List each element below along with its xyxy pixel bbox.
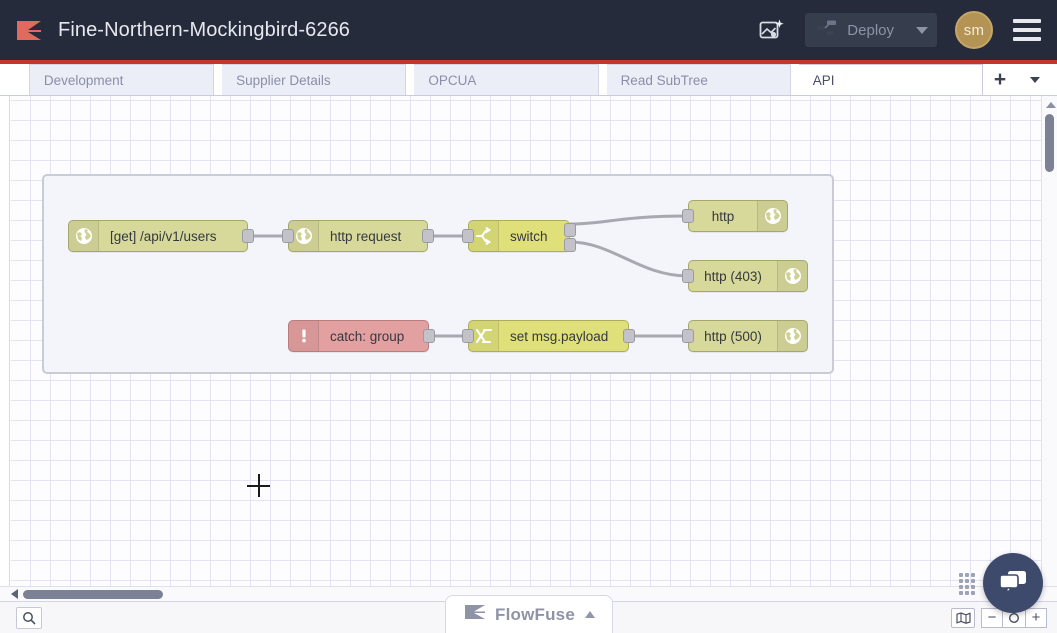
tab-read-subtree[interactable]: Read SubTree <box>606 64 791 95</box>
warning-icon <box>289 321 319 351</box>
chat-button[interactable] <box>983 553 1043 613</box>
search-input[interactable] <box>16 606 42 629</box>
node-label: switch <box>510 228 548 244</box>
node-output-port[interactable] <box>242 229 254 243</box>
node-switch[interactable]: switch <box>462 220 576 252</box>
canvas-cursor <box>247 474 270 497</box>
globe-icon <box>289 221 319 251</box>
node-catch-group[interactable]: catch: group <box>288 320 435 352</box>
canvas-vertical-scrollbar[interactable] <box>1041 96 1057 601</box>
ai-assistant-icon[interactable] <box>751 10 791 50</box>
map-navigator-icon <box>955 611 971 624</box>
search-icon <box>23 611 36 624</box>
canvas-horizontal-scrollbar[interactable] <box>0 586 1057 601</box>
node-output-port[interactable] <box>422 229 434 243</box>
node-http-request[interactable]: http request <box>282 220 434 252</box>
chevron-up-icon <box>585 611 595 618</box>
node-label: [get] /api/v1/users <box>110 228 217 244</box>
node-input-port[interactable] <box>682 269 694 283</box>
page-title: Fine-Northern-Mockingbird-6266 <box>58 18 351 41</box>
scroll-left-icon[interactable] <box>11 589 18 599</box>
node-input-port[interactable] <box>682 329 694 343</box>
avatar[interactable]: sm <box>955 11 993 49</box>
node-input-port[interactable] <box>682 209 694 223</box>
flowfuse-panel-toggle[interactable]: FlowFuse <box>445 595 613 633</box>
vertical-scroll-thumb[interactable] <box>1045 114 1054 172</box>
horizontal-scroll-thumb[interactable] <box>23 589 163 599</box>
node-label: http (403) <box>704 268 762 284</box>
node-output-port[interactable] <box>423 329 435 343</box>
tab-gap <box>214 64 223 95</box>
tabbar-actions: + <box>983 64 1057 95</box>
node-output-port[interactable] <box>623 329 635 343</box>
header-accent-rule <box>0 60 1057 64</box>
node-label: http (500) <box>704 328 762 344</box>
node-label: set msg.payload <box>510 328 609 344</box>
tab-gap <box>790 64 799 95</box>
tab-supplier-details[interactable]: Supplier Details <box>222 64 407 95</box>
navigator-button[interactable] <box>951 607 975 628</box>
chevron-down-icon <box>1030 76 1041 83</box>
node-output-port-1[interactable] <box>564 223 576 237</box>
flowfuse-logo-icon[interactable] <box>14 15 44 45</box>
tab-gap <box>598 64 607 95</box>
tabbar-left-pad <box>0 64 30 95</box>
node-label: http <box>711 208 735 224</box>
flow-tab-bar: Development Supplier Details OPCUA Read … <box>0 64 1057 96</box>
node-http-in[interactable]: [get] /api/v1/users <box>68 220 254 252</box>
tab-opcua[interactable]: OPCUA <box>414 64 599 95</box>
node-http-response-200[interactable]: http <box>682 200 788 232</box>
add-flow-button[interactable]: + <box>993 68 1007 91</box>
drag-dots-icon[interactable] <box>959 573 975 597</box>
tab-api[interactable]: API <box>798 64 984 95</box>
globe-icon <box>69 221 99 251</box>
deploy-button[interactable]: Deploy <box>805 13 907 47</box>
globe-icon <box>777 261 807 291</box>
flowfuse-label: FlowFuse <box>495 604 575 624</box>
tab-development[interactable]: Development <box>29 64 215 95</box>
node-input-port[interactable] <box>462 329 474 343</box>
deploy-nodes-icon <box>816 19 838 41</box>
app-header: Fine-Northern-Mockingbird-6266 <box>0 0 1057 60</box>
zoom-out-button[interactable]: − <box>981 607 1003 628</box>
flow-canvas[interactable]: [get] /api/v1/users http request <box>0 96 1057 601</box>
deploy-label: Deploy <box>847 21 894 39</box>
node-input-port[interactable] <box>462 229 474 243</box>
node-change[interactable]: set msg.payload <box>462 320 635 352</box>
flowfuse-logo-icon <box>463 602 487 627</box>
deploy-button-group[interactable]: Deploy <box>805 13 937 47</box>
flow-list-button[interactable] <box>1021 64 1049 95</box>
globe-icon <box>777 321 807 351</box>
node-output-port-2[interactable] <box>564 238 576 252</box>
chevron-down-icon <box>916 26 928 34</box>
change-icon <box>469 321 499 351</box>
node-input-port[interactable] <box>282 229 294 243</box>
scroll-up-icon[interactable] <box>1046 102 1056 108</box>
zoom-reset-icon <box>1008 612 1020 623</box>
deploy-options-button[interactable] <box>907 13 937 47</box>
node-http-response-403[interactable]: http (403) <box>682 260 808 292</box>
globe-icon <box>757 201 787 231</box>
header-actions: Deploy sm <box>751 0 1057 60</box>
chat-bubble-icon <box>999 571 1026 594</box>
node-label: catch: group <box>330 328 405 344</box>
zoom-in-button[interactable]: + <box>1025 607 1047 628</box>
node-http-response-500[interactable]: http (500) <box>682 320 808 352</box>
node-label: http request <box>330 228 402 244</box>
hamburger-menu-icon[interactable] <box>1013 19 1041 41</box>
canvas-left-gutter <box>0 96 10 601</box>
switch-icon <box>469 221 499 251</box>
tab-gap <box>406 64 415 95</box>
